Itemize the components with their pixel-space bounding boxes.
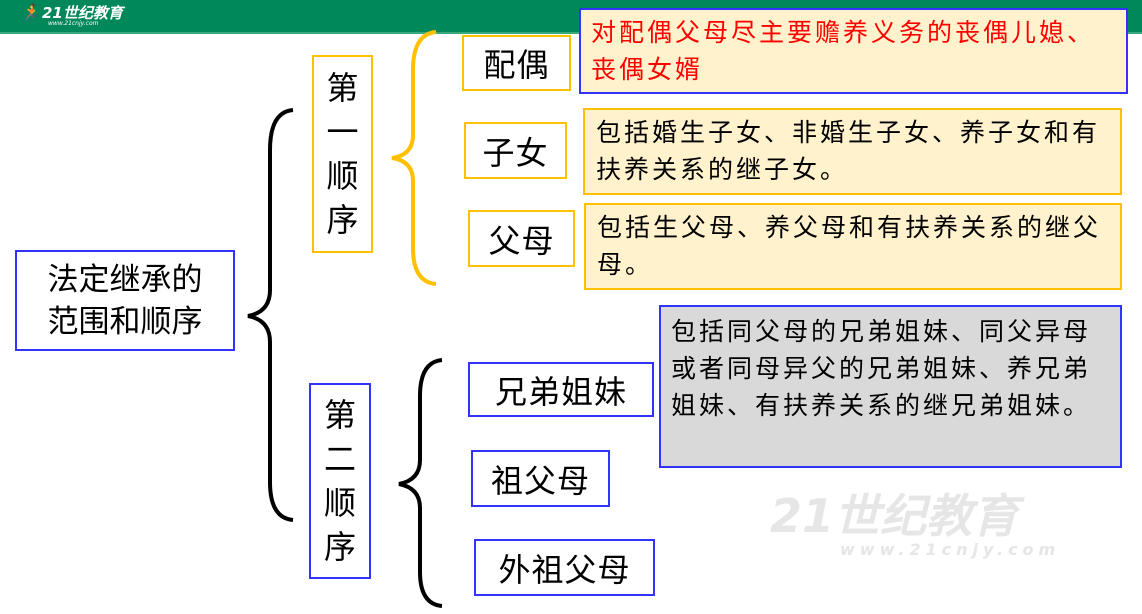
char: 一 <box>326 113 359 151</box>
parents-box: 父母 <box>468 210 575 267</box>
watermark-url: www.21cnjy.com <box>840 540 1061 559</box>
logo-text: 21世纪教育 <box>42 4 123 22</box>
root-line2: 范围和顺序 <box>47 303 203 340</box>
spouse-desc: 对配偶父母尽主要赡养义务的丧偶儿媳、丧偶女婿 <box>579 8 1128 94</box>
paternal-grandparents-box: 祖父母 <box>471 450 610 507</box>
char: 二 <box>323 440 356 478</box>
children-box: 子女 <box>464 122 567 179</box>
first-order-brace <box>391 30 437 286</box>
main-brace <box>247 108 294 522</box>
root-line1: 法定继承的 <box>47 261 203 298</box>
watermark-text: 21世纪教育 <box>770 489 1019 543</box>
siblings-box: 兄弟姐妹 <box>468 362 654 417</box>
root-box: 法定继承的 范围和顺序 <box>15 250 235 351</box>
maternal-grandparents-box: 外祖父母 <box>474 539 655 596</box>
runner-icon: 🏃 <box>20 3 40 22</box>
parents-desc: 包括生父母、养父母和有扶养关系的继父母。 <box>584 203 1122 290</box>
second-order-box: 第 二 顺 序 <box>309 383 371 579</box>
siblings-desc: 包括同父母的兄弟姐妹、同父异母或者同母异父的兄弟姐妹、养兄弟姐妹、有扶养关系的继… <box>659 305 1122 468</box>
char: 序 <box>326 201 359 239</box>
children-desc: 包括婚生子女、非婚生子女、养子女和有扶养关系的继子女。 <box>583 108 1122 195</box>
char: 第 <box>326 69 359 107</box>
char: 序 <box>323 528 356 566</box>
spouse-box: 配偶 <box>462 35 571 91</box>
second-order-brace <box>398 358 443 608</box>
char: 顺 <box>326 157 359 195</box>
char: 第 <box>323 396 356 434</box>
first-order-box: 第 一 顺 序 <box>312 55 373 253</box>
char: 顺 <box>323 484 356 522</box>
logo-url: www.21cnjy.com <box>48 20 99 27</box>
